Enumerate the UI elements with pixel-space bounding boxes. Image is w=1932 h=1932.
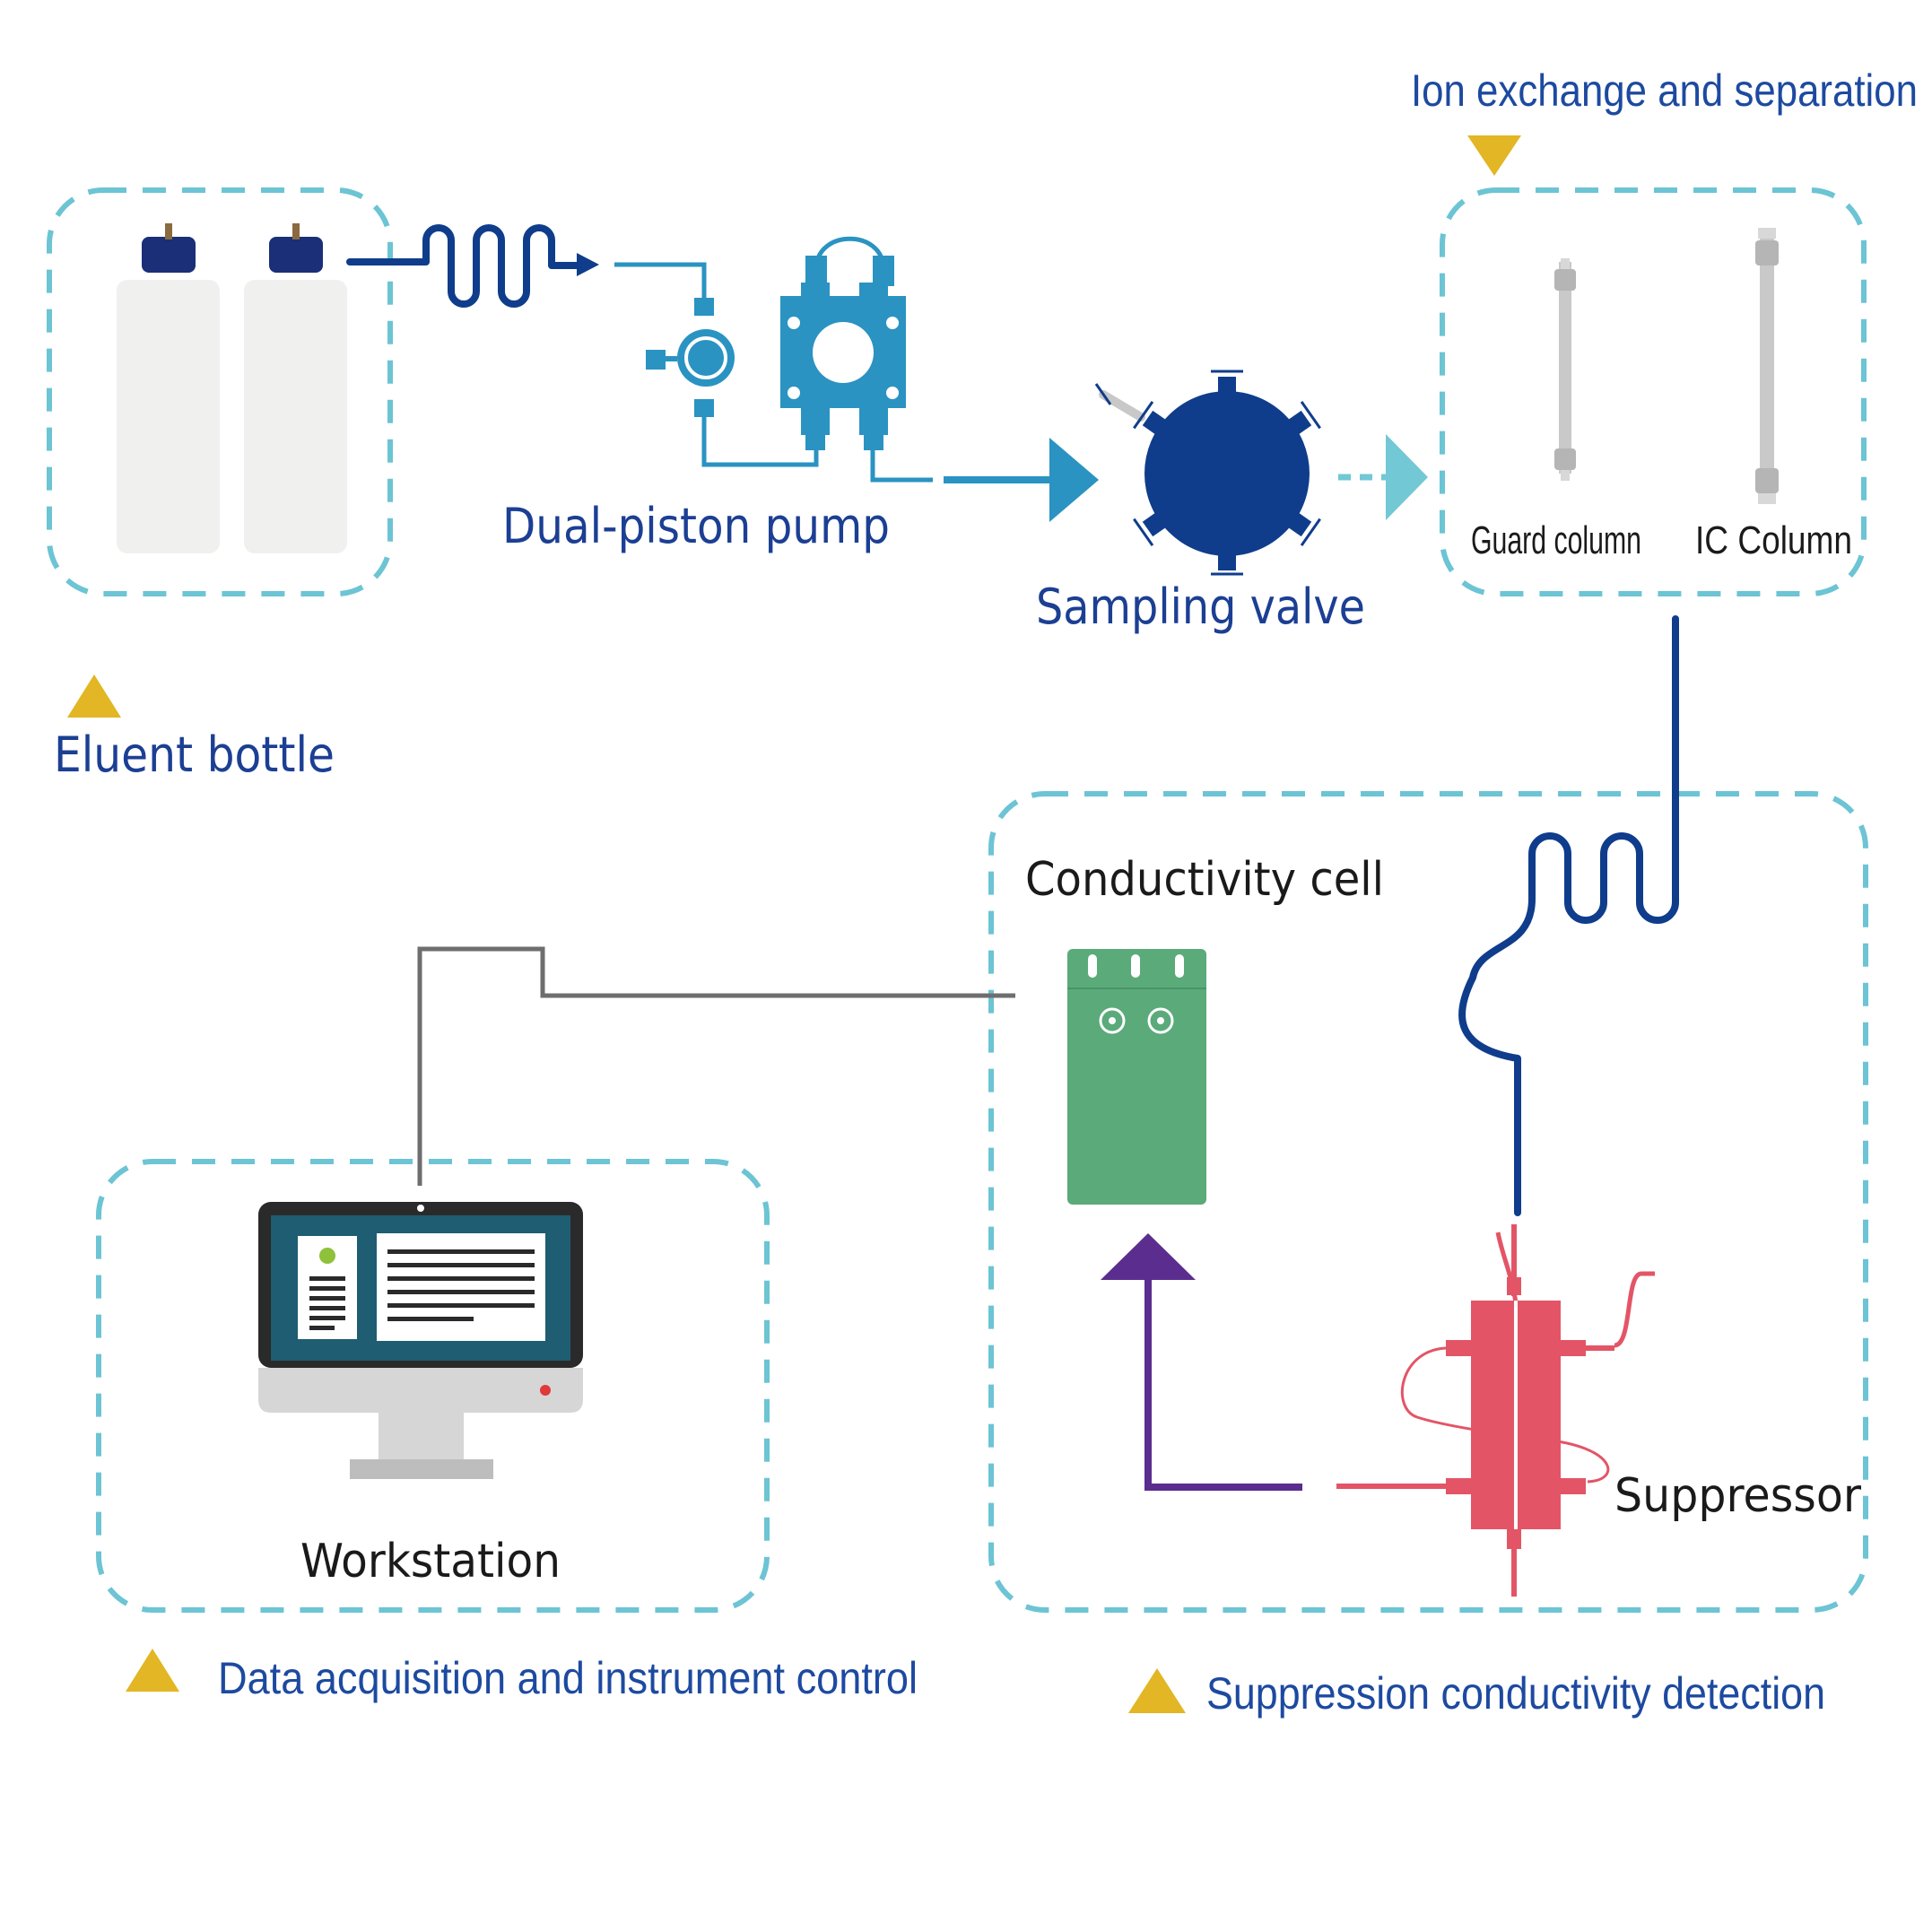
workstation-label: Workstation bbox=[300, 1535, 561, 1588]
eluent-bottle-label: Eluent bottle bbox=[54, 727, 335, 783]
conductivity-cell-label: Conductivity cell bbox=[1025, 853, 1384, 907]
ion-exchange-group bbox=[1440, 187, 1867, 596]
flow-arrow bbox=[944, 438, 1099, 522]
triangle-marker-icon bbox=[1128, 1668, 1186, 1713]
bottle-icon bbox=[244, 223, 347, 553]
triangle-marker-icon bbox=[126, 1649, 179, 1692]
dual-piston-pump-label: Dual-piston pump bbox=[502, 498, 890, 554]
flow-arrow-purple bbox=[1101, 1233, 1302, 1491]
coil-icon bbox=[346, 224, 582, 308]
data-cable bbox=[417, 946, 1015, 1186]
workstation-group bbox=[96, 1159, 770, 1613]
column-icon bbox=[1554, 258, 1576, 481]
sampling-valve-icon bbox=[1094, 370, 1321, 576]
check-valve-icon bbox=[614, 262, 819, 467]
suppression-detection-label: Suppression conductivity detection bbox=[1206, 1668, 1825, 1719]
pump-head-icon bbox=[780, 236, 933, 483]
triangle-marker-icon bbox=[67, 674, 121, 718]
suppressor-icon bbox=[1336, 1224, 1655, 1597]
conductivity-cell-icon bbox=[1067, 949, 1206, 1205]
ic-column-label: IC Column bbox=[1695, 518, 1852, 562]
sampling-valve-label: Sampling valve bbox=[1036, 579, 1365, 635]
guard-column-label: Guard column bbox=[1471, 518, 1641, 562]
column-icon bbox=[1755, 228, 1779, 504]
eluent-bottle-group bbox=[47, 187, 393, 596]
data-acquisition-label: Data acquisition and instrument control bbox=[218, 1653, 918, 1703]
coil-icon bbox=[1458, 615, 1679, 1216]
flow-arrow-dashed bbox=[1338, 434, 1428, 520]
suppressor-label: Suppressor bbox=[1614, 1469, 1862, 1523]
ion-exchange-label: Ion exchange and separation bbox=[1411, 65, 1918, 116]
suppression-detection-group bbox=[988, 791, 1868, 1613]
flow-arrowhead bbox=[577, 253, 599, 276]
monitor-icon bbox=[258, 1202, 583, 1479]
bottle-icon bbox=[117, 223, 220, 553]
triangle-marker-icon bbox=[1467, 135, 1521, 176]
